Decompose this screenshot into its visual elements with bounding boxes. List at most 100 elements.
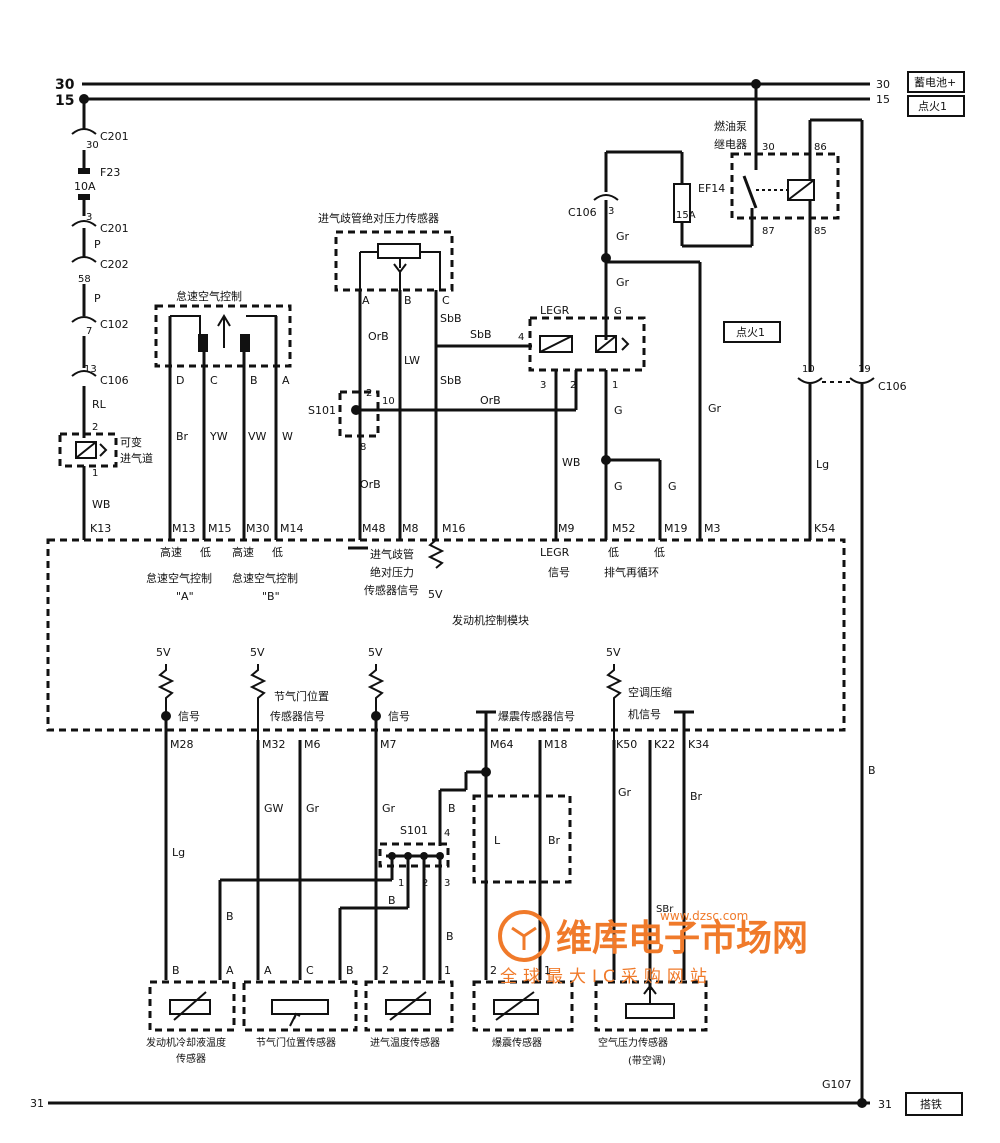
idle-air-control: 怠速空气控制 D C B A Br YW VW W M13 M15 M30 M1… [146, 289, 304, 603]
idle-sig-low-b: 低 [272, 546, 283, 559]
lower-sig-ac2: 机信号 [628, 707, 661, 721]
tps-pin-b: B [346, 964, 354, 977]
fuse-ef14: EF14 [698, 182, 725, 195]
c106-pin-10: 10 [802, 364, 815, 375]
lower-sig-1: 信号 [178, 710, 200, 723]
pin-m9: M9 [558, 522, 575, 535]
pin-k50: K50 [616, 738, 637, 751]
egr-wire-g: G [614, 404, 623, 417]
lower-wire-gr: Gr [306, 802, 320, 815]
map-wire-lw: LW [404, 354, 420, 367]
knock-pin-2: 2 [490, 964, 497, 977]
relay-pin-86: 86 [814, 142, 827, 153]
idle-pin-c: C [210, 374, 218, 387]
pin-m64: M64 [490, 738, 514, 751]
bus-30: 30 30 [55, 77, 890, 93]
ecm-title: 发动机控制模块 [452, 613, 529, 627]
lower-wire-gw: GW [264, 802, 284, 815]
knock-pin-1: 1 [544, 964, 551, 977]
lower-sig-4: 信号 [388, 710, 410, 723]
c202-pin: 58 [78, 274, 91, 285]
idle-wire-vw: VW [248, 430, 267, 443]
c201b-pin: 3 [86, 212, 92, 223]
relay-title2: 继电器 [714, 138, 747, 151]
lower-wire-b-2: B [226, 910, 234, 923]
vvt-pin2: 2 [92, 422, 98, 433]
idle-title: 怠速空气控制 [176, 289, 242, 303]
bus-15: 15 15 [55, 93, 890, 109]
watermark-big: 维库电子市场网 [556, 918, 808, 959]
idle-sig-low-a: 低 [200, 546, 211, 559]
ground-box: 搭铁 [905, 1092, 963, 1116]
wire-p1: P [94, 238, 101, 251]
s101-upper-label: S101 [308, 404, 336, 417]
idle-sig-high-a: 高速 [160, 545, 182, 559]
c102-label: C102 [100, 318, 129, 331]
egr-pin-4: 4 [518, 332, 524, 343]
ect-pin-a: A [226, 964, 234, 977]
vvt-label-1: 可变 [120, 435, 142, 449]
map-sensor: 进气歧管绝对压力传感器 A B C OrB LW SbB SbB SbB S10… [308, 211, 576, 601]
c201a-label: C201 [100, 130, 129, 143]
fuel-pump-relay: EF14 15A 燃油泵 继电器 30 86 87 85 10 19 C106 … [673, 79, 907, 1103]
idle-wire-br: Br [176, 430, 189, 443]
pin-m15: M15 [208, 522, 232, 535]
ground-label: 搭铁 [920, 1098, 942, 1111]
map-wire-orb-h: OrB [480, 394, 501, 407]
idle-sig-high-b: 高速 [232, 545, 254, 559]
pin-m13: M13 [172, 522, 196, 535]
egr-wire-g-3: G [668, 480, 677, 493]
ac-sensor-label: 空气压力传感器 [598, 1036, 668, 1049]
c202-label: C202 [100, 258, 129, 271]
egr-wire-gr-3: Gr [708, 402, 722, 415]
egr-sig-low2: 低 [654, 546, 665, 559]
lower-sig-knock: 爆震传感器信号 [498, 709, 575, 723]
ac-sbr-label: SBr [656, 904, 674, 915]
c106-egr-pin: 3 [608, 206, 614, 217]
pin-k13: K13 [90, 522, 111, 535]
wire-p2: P [94, 292, 101, 305]
c102-pin: 7 [86, 326, 92, 337]
pin-m7: M7 [380, 738, 397, 751]
idle-ctl-a: 怠速空气控制 [146, 571, 212, 585]
relay-wire-lg: Lg [816, 458, 829, 471]
bus-31-right-label: 31 [878, 1098, 892, 1111]
tps-pin-a: A [264, 964, 272, 977]
c106-egr-label: C106 [568, 206, 597, 219]
c106-relay-label: C106 [878, 380, 907, 393]
vvt-pin1: 1 [92, 468, 98, 479]
v5-2: 5V [250, 646, 265, 659]
s101-lower-pin4: 4 [444, 828, 450, 839]
ac-sensor-label2: (带空调) [628, 1054, 666, 1067]
ignition-box: 点火1 [907, 95, 965, 117]
pin-k34: K34 [688, 738, 709, 751]
egr-sig-low1: 低 [608, 546, 619, 559]
s101-pin-8: 8 [360, 442, 366, 453]
idle-ctl-b: 怠速空气控制 [232, 571, 298, 585]
egr-pin-2: 2 [570, 380, 576, 391]
v5-1: 5V [156, 646, 171, 659]
map-title: 进气歧管绝对压力传感器 [318, 211, 439, 225]
battery-box: 蓄电池+ [907, 71, 965, 93]
relay-pin-87: 87 [762, 226, 775, 237]
wire-rl: RL [92, 398, 107, 411]
watermark-logo-icon [498, 910, 550, 962]
egr-pin-g: G [614, 306, 622, 317]
ignition-label: 点火1 [918, 100, 947, 113]
ect-sensor-label2: 传感器 [176, 1052, 206, 1065]
lower-wire-br-2: Br [690, 790, 703, 803]
fuse-ef14-rating: 15A [676, 210, 696, 221]
lower-sig-2: 节气门位置 [274, 689, 329, 703]
map-pin-c: C [442, 294, 450, 307]
left-feed: 30 C201 F23 10A 3 C201 P C202 58 P 7 C10… [58, 99, 153, 540]
bus-30-label: 30 [55, 77, 75, 93]
map-wire-orb: OrB [368, 330, 389, 343]
lower-wire-gr-3: Gr [618, 786, 632, 799]
bus-15-right-label: 15 [876, 93, 890, 106]
relay-title1: 燃油泵 [714, 119, 747, 133]
lower-wire-lg: Lg [172, 846, 185, 859]
idle-ctl-a2: "A" [176, 590, 194, 603]
c201b-label: C201 [100, 222, 129, 235]
egr-wire-gr: Gr [616, 230, 630, 243]
